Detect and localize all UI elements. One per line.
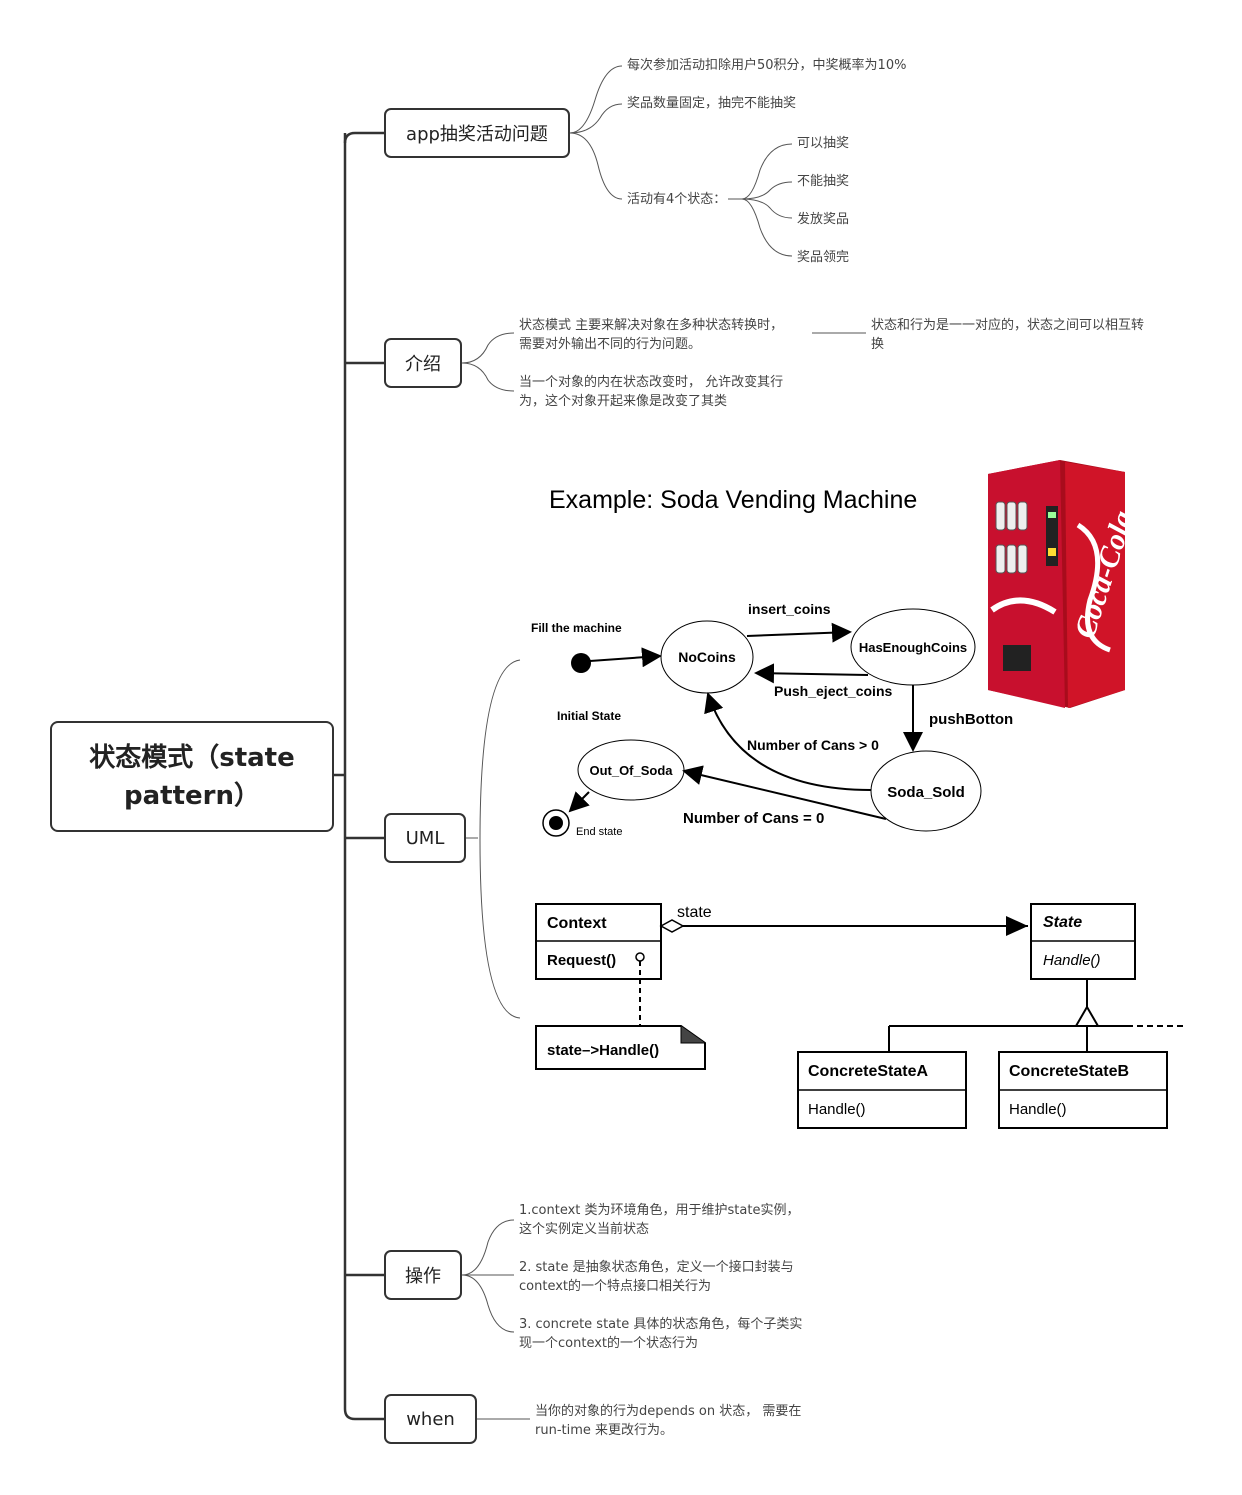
note-anchor-circle bbox=[635, 952, 645, 962]
state-hasenoughcoins-label: HasEnoughCoins bbox=[859, 640, 967, 655]
class-context: Context Request() bbox=[535, 903, 662, 980]
edge-push-botton-label: pushBotton bbox=[929, 711, 1013, 728]
edge-cans-eq-zero-label: Number of Cans = 0 bbox=[683, 810, 824, 827]
intro-note-line2: 换 bbox=[871, 337, 885, 352]
branch-ops[interactable]: 操作 bbox=[384, 1250, 462, 1300]
edge-insert-coins-label: insert_coins bbox=[748, 601, 831, 617]
when-text-line2: run-time 来更改行为。 bbox=[535, 1423, 674, 1438]
ops-item-2-line2: context的一个特点接口相关行为 bbox=[519, 1279, 711, 1294]
intro-text-2: 当一个对象的内在状态改变时， 允许改变其行 为，这个对象开起来像是改变了其类 bbox=[519, 373, 783, 411]
class-state-name: State bbox=[1043, 914, 1082, 931]
state-item-4: 奖品领完 bbox=[797, 250, 850, 265]
edge-cans-gt-zero bbox=[704, 692, 872, 791]
aggregation-diamond bbox=[659, 919, 685, 933]
class-concrete-b: ConcreteStateB Handle() bbox=[998, 1051, 1168, 1129]
ops-item-1-line2: 这个实例定义当前状态 bbox=[519, 1222, 650, 1237]
end-state-dot bbox=[549, 816, 563, 830]
state-out-of-soda-label: Out_Of_Soda bbox=[589, 763, 673, 778]
inheritance-lines bbox=[888, 979, 1186, 1052]
class-concrete-a-method: Handle() bbox=[808, 1101, 866, 1118]
initial-state-label: Initial State bbox=[557, 709, 621, 723]
state-item-1: 可以抽奖 bbox=[797, 136, 850, 151]
class-concrete-b-name: ConcreteStateB bbox=[1009, 1063, 1129, 1080]
branch-intro[interactable]: 介绍 bbox=[384, 338, 462, 388]
note-text: state–>Handle() bbox=[547, 1042, 659, 1059]
when-text: 当你的对象的行为depends on 状态， 需要在 run-time 来更改行… bbox=[535, 1402, 801, 1440]
initial-transition bbox=[589, 647, 662, 668]
ops-item-2: 2. state 是抽象状态角色，定义一个接口封装与 context的一个特点接… bbox=[519, 1258, 794, 1296]
class-concrete-a-name: ConcreteStateA bbox=[808, 1063, 928, 1080]
intro-text-1-line2: 需要对外输出不同的行为问题。 bbox=[519, 337, 702, 352]
state-item-2: 不能抽奖 bbox=[797, 174, 850, 189]
intro-note: 状态和行为是一一对应的，状态之间可以相互转 换 bbox=[871, 316, 1144, 354]
edge-insert-coins bbox=[746, 622, 852, 643]
state-nocoins-label: NoCoins bbox=[678, 649, 736, 665]
root-node[interactable]: 状态模式（state pattern） bbox=[50, 721, 334, 832]
app-item-2: 奖品数量固定，抽完不能抽奖 bbox=[627, 96, 797, 111]
class-concrete-a: ConcreteStateA Handle() bbox=[797, 1051, 967, 1129]
branch-when[interactable]: when bbox=[384, 1394, 477, 1444]
edge-eject-coins-label: Push_eject_coins bbox=[774, 683, 892, 699]
edge-cans-eq-zero bbox=[682, 765, 887, 820]
association-label: state bbox=[677, 904, 712, 921]
intro-text-1: 状态模式 主要来解决对象在多种状态转换时， 需要对外输出不同的行为问题。 bbox=[519, 316, 783, 354]
ops-item-3-line1: 3. concrete state 具体的状态角色，每个子类实 bbox=[519, 1317, 803, 1332]
class-concrete-b-method: Handle() bbox=[1009, 1101, 1067, 1118]
edge-eject-coins bbox=[754, 663, 869, 684]
root-title-line1: 状态模式（state bbox=[89, 742, 295, 773]
diagram-title: Example: Soda Vending Machine bbox=[549, 486, 917, 514]
ops-item-1: 1.context 类为环境角色，用于维护state实例， 这个实例定义当前状态 bbox=[519, 1201, 799, 1239]
edge-cans-gt-zero-label: Number of Cans > 0 bbox=[747, 737, 879, 753]
end-state-label: End state bbox=[576, 826, 622, 838]
class-state-method: Handle() bbox=[1043, 952, 1101, 969]
ops-item-1-line1: 1.context 类为环境角色，用于维护state实例， bbox=[519, 1203, 800, 1218]
state-item-3: 发放奖品 bbox=[797, 212, 850, 227]
intro-text-2-line1: 当一个对象的内在状态改变时， 允许改变其行 bbox=[519, 375, 784, 390]
intro-text-2-line2: 为，这个对象开起来像是改变了其类 bbox=[519, 394, 728, 409]
when-text-line1: 当你的对象的行为depends on 状态， 需要在 bbox=[535, 1404, 802, 1419]
note-box: state–>Handle() bbox=[535, 1025, 706, 1070]
class-state: State Handle() bbox=[1030, 903, 1136, 980]
class-context-name: Context bbox=[547, 915, 607, 932]
ops-item-3: 3. concrete state 具体的状态角色，每个子类实 现一个conte… bbox=[519, 1315, 802, 1353]
vending-machine-image: Coca-Cola bbox=[988, 460, 1140, 708]
intro-text-1-line1: 状态模式 主要来解决对象在多种状态转换时， bbox=[519, 318, 784, 333]
edge-to-end bbox=[568, 791, 590, 813]
root-title-line2: pattern） bbox=[124, 780, 260, 811]
ops-item-2-line1: 2. state 是抽象状态角色，定义一个接口封装与 bbox=[519, 1260, 794, 1275]
branch-uml[interactable]: UML bbox=[384, 813, 466, 863]
app-item-1: 每次参加活动扣除用户50积分，中奖概率为10% bbox=[627, 58, 907, 73]
app-item-3: 活动有4个状态： bbox=[627, 192, 727, 207]
state-soda-sold-label: Soda_Sold bbox=[887, 784, 965, 801]
ops-item-3-line2: 现一个context的一个状态行为 bbox=[519, 1336, 698, 1351]
initial-state-dot bbox=[571, 653, 591, 673]
intro-note-line1: 状态和行为是一一对应的，状态之间可以相互转 bbox=[871, 318, 1145, 333]
branch-app[interactable]: app抽奖活动问题 bbox=[384, 108, 570, 158]
class-context-method: Request() bbox=[547, 952, 616, 969]
fill-machine-label: Fill the machine bbox=[531, 621, 622, 635]
